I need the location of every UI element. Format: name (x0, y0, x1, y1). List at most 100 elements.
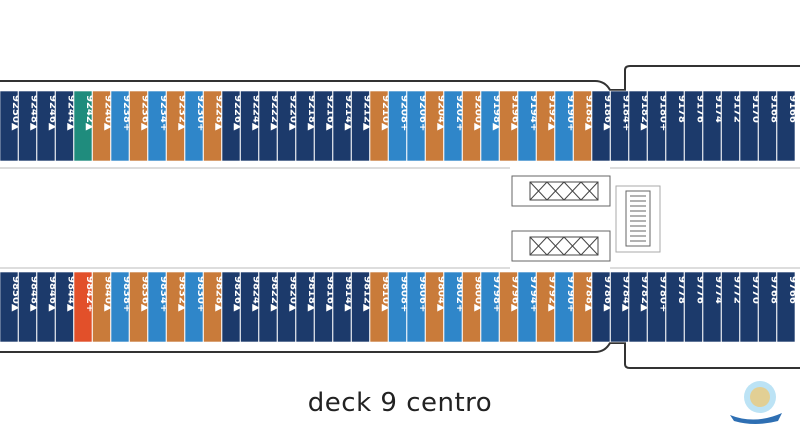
cabin-9796[interactable]: 9796▲ (499, 271, 521, 343)
cabin-9214[interactable]: 9214▲ (332, 90, 354, 162)
cabin-9224[interactable]: 9224▲ (240, 90, 262, 162)
cabin-9784[interactable]: 9784▲ (610, 271, 632, 343)
cabin-9818[interactable]: 9818▲ (295, 271, 317, 343)
cabin-9222[interactable]: 9222▲ (258, 90, 280, 162)
cabin-9790[interactable]: 9790+ (554, 271, 576, 343)
cabin-9200[interactable]: 9200▲ (462, 90, 484, 162)
cabin-9238[interactable]: 9238+ (110, 90, 132, 162)
cabin-box (554, 271, 574, 343)
cabin-9192[interactable]: 9192▲ (536, 90, 558, 162)
cabin-box (277, 90, 296, 162)
cabin-9798[interactable]: 9798+ (480, 271, 502, 343)
cabin-9766[interactable]: 9766 (776, 271, 798, 343)
cabin-9182[interactable]: 9182▲ (628, 90, 650, 162)
cabin-9786[interactable]: 9786▲ (591, 271, 613, 343)
cabin-9768[interactable]: 9768 (758, 271, 780, 343)
cabin-box (166, 90, 185, 162)
cabin-9218[interactable]: 9218▲ (295, 90, 317, 162)
cabin-9246[interactable]: 9246▲ (36, 90, 58, 162)
cabin-9212[interactable]: 9212▲ (351, 90, 373, 162)
cabin-9244[interactable]: 9244▲ (55, 90, 77, 162)
cabin-number: 9172 (731, 95, 742, 123)
cabin-9822[interactable]: 9822▲ (258, 271, 280, 343)
cabin-9190[interactable]: 9190+ (554, 90, 576, 162)
cabin-9826[interactable]: 9826▲ (221, 271, 243, 343)
cabin-9770[interactable]: 9770 (739, 271, 761, 343)
cabin-9844[interactable]: 9844▲ (55, 271, 77, 343)
cabin-9216[interactable]: 9216▲ (314, 90, 336, 162)
cabin-box (425, 90, 444, 162)
cabin-9168[interactable]: 9168 (758, 90, 780, 162)
cabin-9782[interactable]: 9782▲ (628, 271, 650, 343)
cabin-box (628, 271, 648, 343)
cabin-9230[interactable]: 9230+ (184, 90, 206, 162)
cabin-9172[interactable]: 9172 (721, 90, 743, 162)
cabin-9792[interactable]: 9792▲ (536, 271, 558, 343)
cabin-9250[interactable]: 9250▲ (0, 90, 21, 162)
cabin-9810[interactable]: 9810▲ (369, 271, 391, 343)
cabin-number: 9178 (676, 95, 687, 123)
cabin-9220[interactable]: 9220▲ (277, 90, 299, 162)
cabin-9228[interactable]: 9228▲ (203, 90, 225, 162)
cabin-9180[interactable]: 9180+ (647, 90, 669, 162)
cabin-9242[interactable]: 9242▲ (73, 90, 95, 162)
cabin-9800[interactable]: 9800▲ (462, 271, 484, 343)
cabin-9808[interactable]: 9808+ (388, 271, 410, 343)
cabin-9804[interactable]: 9804▲ (425, 271, 447, 343)
cabin-9208[interactable]: 9208+ (388, 90, 410, 162)
cabin-9846[interactable]: 9846▲ (36, 271, 58, 343)
cabin-9210[interactable]: 9210▲ (369, 90, 391, 162)
cabin-9176[interactable]: 9176 (684, 90, 706, 162)
cabin-number: 9210▲ (380, 95, 391, 131)
cabin-9840[interactable]: 9840▲ (92, 271, 114, 343)
cabin-9836[interactable]: 9836▲ (129, 271, 151, 343)
cabin-9226[interactable]: 9226▲ (221, 90, 243, 162)
cabin-9806[interactable]: 9806+ (406, 271, 428, 343)
cabin-9170[interactable]: 9170 (739, 90, 761, 162)
cabin-9198[interactable]: 9198▲ (480, 90, 502, 162)
cabin-9832[interactable]: 9832▲ (166, 271, 188, 343)
cabin-9788[interactable]: 9788▲ (573, 271, 595, 343)
cabin-9240[interactable]: 9240▲ (92, 90, 114, 162)
cabin-9188[interactable]: 9188▲ (573, 90, 595, 162)
cabin-9232[interactable]: 9232▲ (166, 90, 188, 162)
cabin-9194[interactable]: 9194+ (517, 90, 539, 162)
cabin-9778[interactable]: 9778 (665, 271, 687, 343)
cabin-box (184, 90, 204, 162)
cabin-9186[interactable]: 9186▲ (591, 90, 613, 162)
cabin-9174[interactable]: 9174 (702, 90, 724, 162)
cabin-9202[interactable]: 9202+ (443, 90, 465, 162)
cabin-9236[interactable]: 9236▲ (129, 90, 151, 162)
cabin-9850[interactable]: 9850▲ (0, 271, 21, 343)
cabin-9196[interactable]: 9196▲ (499, 90, 521, 162)
cabin-9794[interactable]: 9794+ (517, 271, 539, 343)
cabin-9776[interactable]: 9776 (684, 271, 706, 343)
cabin-9812[interactable]: 9812▲ (351, 271, 373, 343)
cabin-9824[interactable]: 9824▲ (240, 271, 262, 343)
cabin-9772[interactable]: 9772 (721, 271, 743, 343)
cabin-9204[interactable]: 9204▲ (425, 90, 447, 162)
cabin-9816[interactable]: 9816▲ (314, 271, 336, 343)
cabin-9828[interactable]: 9828▲ (203, 271, 225, 343)
cabin-9842[interactable]: 9842+ (73, 271, 95, 343)
cabin-9248[interactable]: 9248▲ (18, 90, 40, 162)
cabin-9848[interactable]: 9848▲ (18, 271, 40, 343)
cabin-9814[interactable]: 9814▲ (332, 271, 354, 343)
cabin-box (351, 271, 370, 343)
cabin-9774[interactable]: 9774 (702, 271, 724, 343)
cabin-9780[interactable]: 9780+ (647, 271, 669, 343)
cabin-9830[interactable]: 9830+ (184, 271, 206, 343)
cabin-9234[interactable]: 9234+ (147, 90, 169, 162)
cabin-box (369, 90, 389, 162)
cabin-9178[interactable]: 9178 (665, 90, 687, 162)
cabin-9166[interactable]: 9166 (776, 90, 798, 162)
cabin-9834[interactable]: 9834+ (147, 271, 169, 343)
cabin-box (351, 90, 370, 162)
cabin-9802[interactable]: 9802+ (443, 271, 465, 343)
cabin-9838[interactable]: 9838+ (110, 271, 132, 343)
cabin-9820[interactable]: 9820▲ (277, 271, 299, 343)
cabin-9184[interactable]: 9184+ (610, 90, 632, 162)
cabin-number: 9812▲ (361, 276, 372, 312)
cabin-9206[interactable]: 9206+ (406, 90, 428, 162)
cabin-number: 9182▲ (639, 95, 650, 131)
